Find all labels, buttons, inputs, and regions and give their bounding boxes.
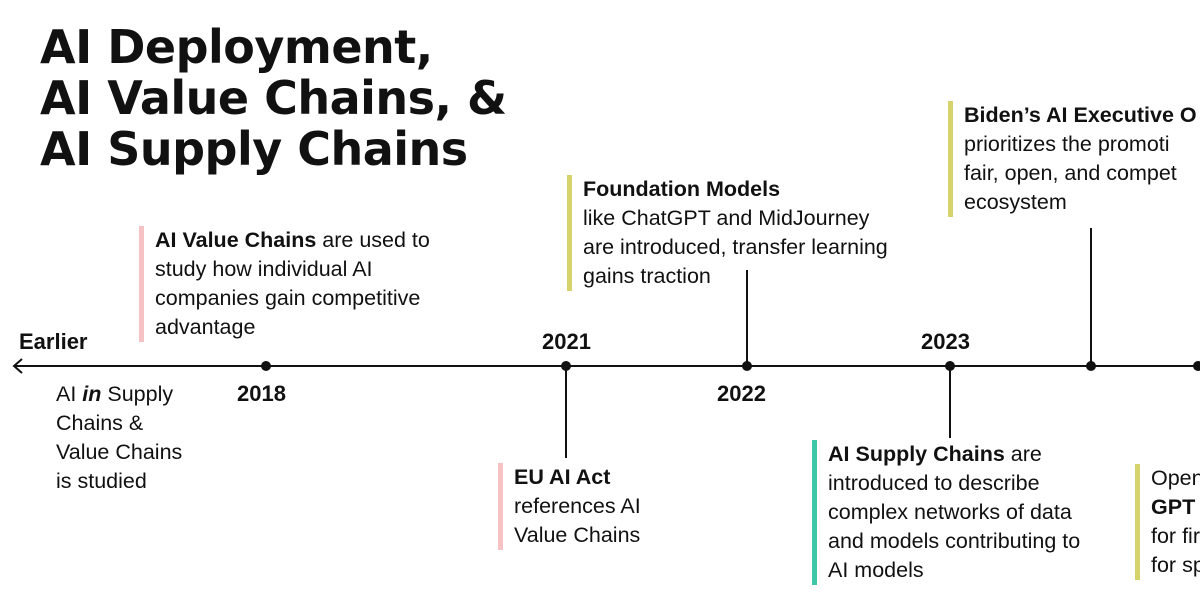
timeline-dot-2023 — [945, 361, 955, 371]
year-label-2018: 2018 — [237, 381, 286, 406]
timeline-dot-2021 — [561, 361, 571, 371]
title-punct-1: , — [415, 20, 433, 74]
event-line: Value Chains — [514, 523, 641, 547]
event-line: AI Supply Chains are — [828, 442, 1042, 466]
event-line: prioritizes the promoti — [964, 132, 1170, 156]
event-line: like ChatGPT and MidJourney — [583, 206, 870, 230]
event-line: Biden’s AI Executive O — [964, 103, 1197, 127]
timeline-dot-edge — [1193, 361, 1200, 371]
event-line: GPT — [1151, 495, 1196, 519]
title-line-2: AI Value Chains, & — [40, 73, 507, 124]
event-line: Open — [1151, 466, 1200, 490]
event-value-chains: AI Value Chains are used to study how in… — [139, 226, 430, 342]
title-line-1: AI Deployment, — [40, 22, 507, 73]
timeline-arrow-icon — [12, 358, 23, 374]
event-line: study how individual AI — [155, 257, 373, 281]
event-supply-chains: AI Supply Chains are introduced to descr… — [812, 440, 1080, 585]
event-line: gains traction — [583, 264, 711, 288]
event-line: fair, open, and compet — [964, 161, 1177, 185]
event-ai-in-chains: AI in Supply Chains & Value Chains is st… — [56, 380, 182, 496]
timeline-dot-executive-order — [1086, 361, 1096, 371]
event-line: ecosystem — [964, 190, 1067, 214]
event-line: is studied — [56, 469, 147, 493]
year-label-2023: 2023 — [921, 329, 970, 354]
title-highlight-supply-chains: AI Supply Chains — [40, 122, 468, 176]
event-line: introduced to describe — [828, 471, 1040, 495]
event-line: complex networks of data — [828, 500, 1072, 524]
page-title: AI Deployment, AI Value Chains, & AI Sup… — [40, 22, 507, 175]
event-line: companies gain competitive — [155, 286, 421, 310]
event-line: advantage — [155, 315, 256, 339]
event-line: AI models — [828, 558, 924, 582]
event-line: EU AI Act — [514, 465, 611, 489]
axis-start-label: Earlier — [19, 329, 88, 354]
title-highlight-deployment: AI Deployment — [40, 20, 416, 74]
title-highlight-value-chains: AI Value Chains — [40, 71, 435, 125]
timeline-dot-2018 — [261, 361, 271, 371]
event-line: and models contributing to — [828, 529, 1081, 553]
event-line: for fir — [1151, 524, 1200, 548]
event-openai-gpt: Open GPT for fir for sp — [1135, 464, 1200, 580]
title-line-3: AI Supply Chains — [40, 124, 507, 175]
event-line: AI in Supply — [56, 382, 174, 406]
year-label-2021: 2021 — [542, 329, 591, 354]
event-eu-ai-act: EU AI Act references AI Value Chains — [498, 463, 641, 550]
event-foundation-models: Foundation Models like ChatGPT and MidJo… — [567, 175, 888, 291]
event-line: Value Chains — [56, 440, 183, 464]
event-line: references AI — [514, 494, 641, 518]
event-line: for sp — [1151, 553, 1200, 577]
event-line: are introduced, transfer learning — [583, 235, 888, 259]
event-line: Foundation Models — [583, 177, 781, 201]
year-label-2022: 2022 — [717, 381, 766, 406]
timeline-dot-2022 — [742, 361, 752, 371]
title-punct-2: , & — [434, 71, 508, 125]
event-line: Chains & — [56, 411, 144, 435]
event-executive-order: Biden’s AI Executive O prioritizes the p… — [948, 101, 1197, 217]
event-line: AI Value Chains are used to — [155, 228, 430, 252]
